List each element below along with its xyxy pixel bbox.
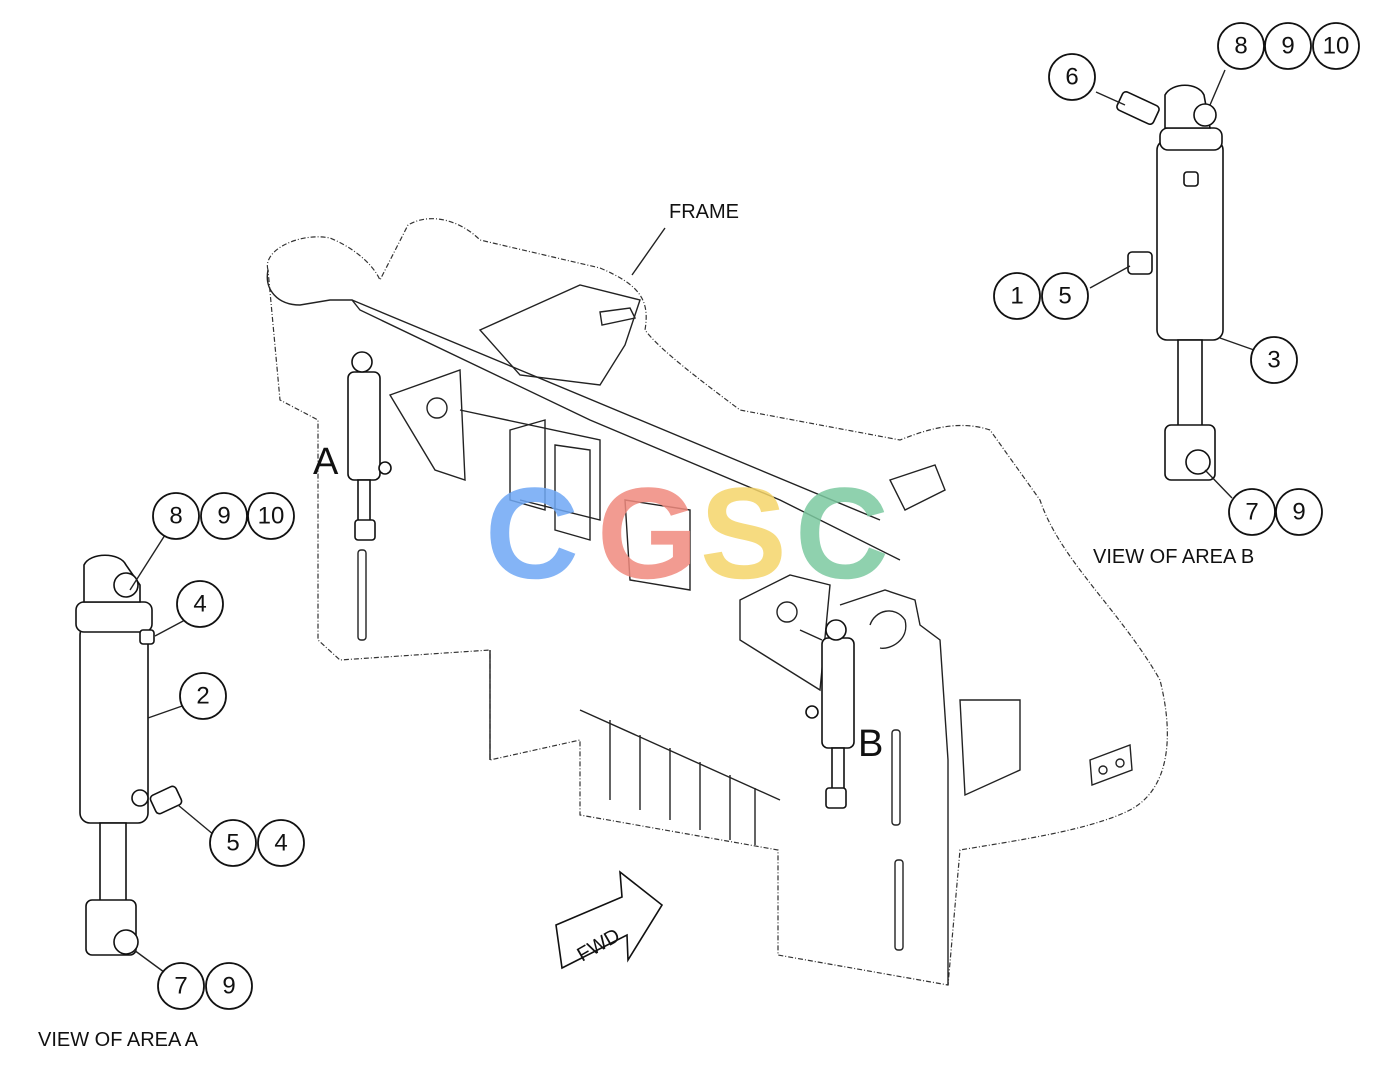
callout-number: 7 [1245,499,1258,526]
callout-number: 1 [1010,283,1023,310]
callout-number: 2 [196,683,209,710]
detail-view-a [75,534,215,976]
callout-a-8-9-10: 8 9 10 [152,492,295,540]
watermark-letter-g: G [597,460,698,606]
area-a-letter: A [313,441,339,483]
watermark-letter-s: S [700,460,787,606]
callout-number: 9 [1292,499,1305,526]
watermark-letter-c2: C [795,460,889,606]
callout-number: 4 [193,591,206,618]
callout-number: 10 [1323,33,1350,60]
view-area-b-label: VIEW OF AREA B [1093,546,1254,568]
fwd-arrow: FWD [555,870,664,970]
callout-a-5-4: 5 4 [209,819,305,867]
callout-number: 6 [1065,64,1078,91]
callout-b-3: 3 [1250,336,1298,384]
callout-number: 7 [174,973,187,1000]
callout-number: 10 [258,503,285,530]
callout-b-1-5: 1 5 [993,272,1089,320]
callout-number: 9 [217,503,230,530]
view-area-a-label: VIEW OF AREA A [38,1029,199,1051]
frame-assembly [266,218,1168,986]
callout-b-7-9: 7 9 [1228,488,1323,536]
callout-number: 5 [1058,283,1071,310]
callout-number: 8 [169,503,182,530]
cylinder-a-on-frame [347,351,392,541]
callout-number: 5 [226,830,239,857]
callout-number: 9 [222,973,235,1000]
callout-number: 3 [1267,347,1280,374]
callout-number: 8 [1234,33,1247,60]
callout-b-8-9-10: 8 9 10 [1217,22,1360,70]
callout-a-4: 4 [176,580,224,628]
detail-view-b [1089,69,1255,499]
callout-number: 4 [274,830,287,857]
area-b-letter: B [858,723,883,765]
frame-leader-line [631,227,666,276]
callout-number: 9 [1281,33,1294,60]
cylinder-b-on-frame [799,619,855,809]
callout-a-7-9: 7 9 [157,962,253,1010]
watermark-letter-c1: C [485,460,579,606]
frame-label: FRAME [669,201,739,223]
watermark-logo: C G S C [485,460,889,606]
callout-b-6: 6 [1048,53,1096,101]
callout-a-2: 2 [179,672,227,720]
